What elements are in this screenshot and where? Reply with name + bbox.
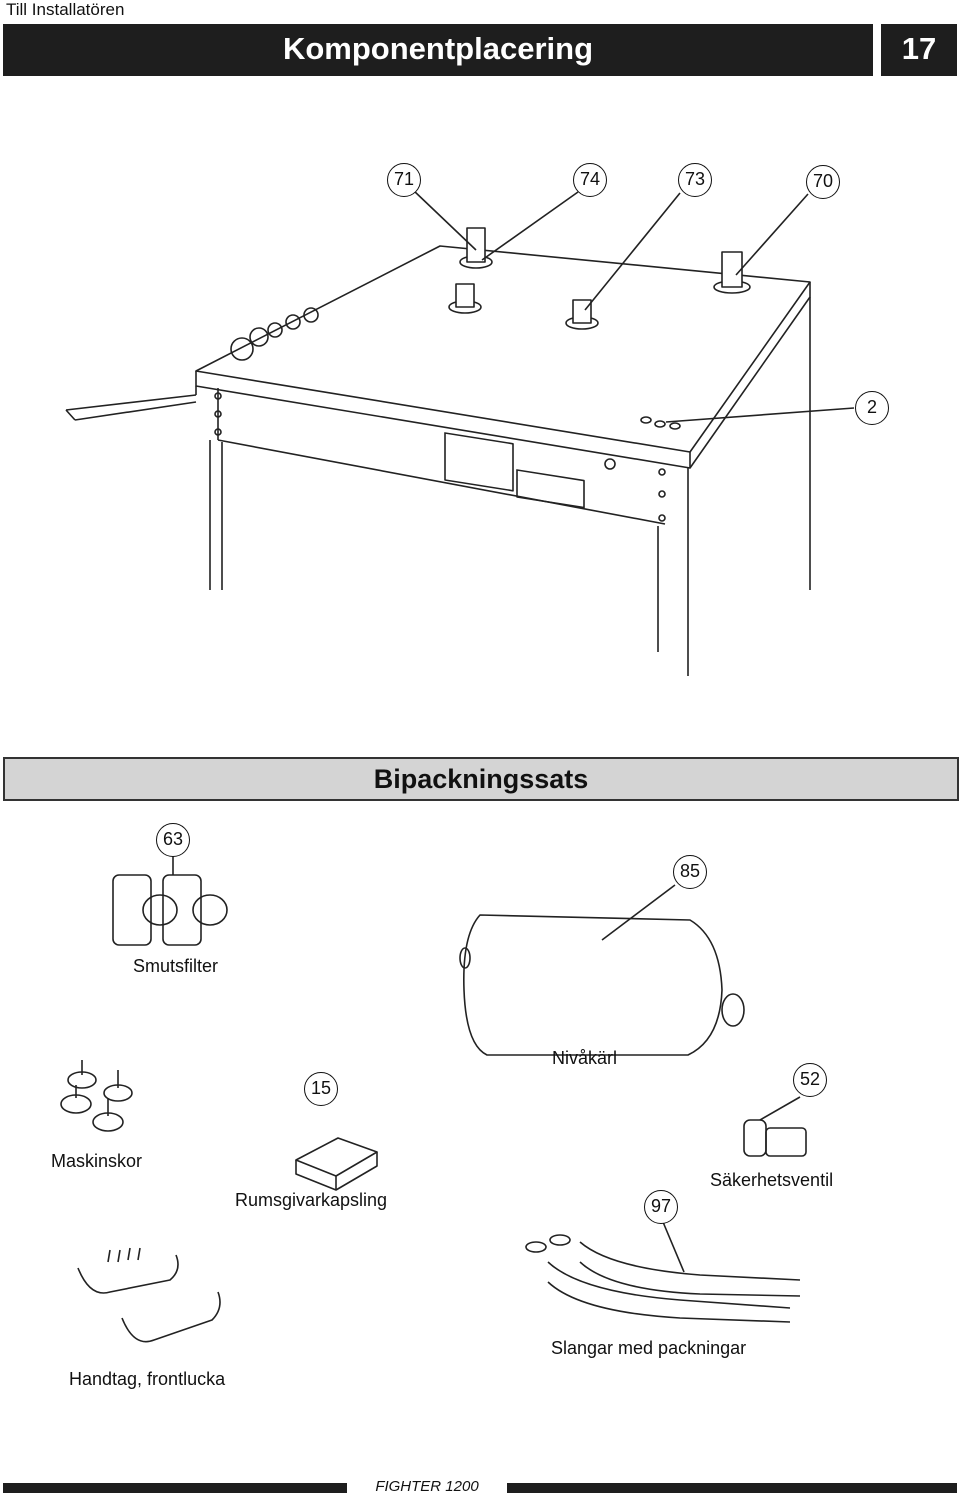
caption-safety-valve: Säkerhetsventil <box>710 1170 834 1190</box>
safety-valve-drawing <box>743 1096 807 1157</box>
callout-52: 52 <box>793 1063 827 1097</box>
callout-70: 70 <box>806 165 840 199</box>
callout-74: 74 <box>573 163 607 197</box>
machine-feet-drawing <box>60 1060 133 1132</box>
heat-pump-cabinet-drawing <box>65 227 811 676</box>
callout-85: 85 <box>673 855 707 889</box>
footer-product-name: FIGHTER 1200 <box>375 1478 479 1495</box>
footer-bar-right <box>507 1483 957 1493</box>
front-cover-handles-drawing <box>77 1247 221 1343</box>
hoses-drawing <box>525 1221 801 1323</box>
callout-63: 63 <box>156 823 190 857</box>
callout-2: 2 <box>855 391 889 425</box>
callout-73: 73 <box>678 163 712 197</box>
section-label: Till Installatören <box>6 0 125 19</box>
room-sensor-housing-drawing <box>295 1137 378 1191</box>
strainer-drawing <box>112 853 228 946</box>
callout-71: 71 <box>387 163 421 197</box>
accessory-kit-heading: Bipackningssats <box>373 764 589 794</box>
callout-97: 97 <box>644 1190 678 1224</box>
accessory-kit-heading-bar: Bipackningssats <box>3 757 959 801</box>
page-title-bar: Komponentplacering <box>3 24 873 76</box>
footer-bar-left <box>3 1483 347 1493</box>
page-title: Komponentplacering <box>282 31 593 66</box>
caption-room-sensor-housing: Rumsgivarkapsling <box>235 1190 388 1210</box>
callout-15: 15 <box>304 1072 338 1106</box>
caption-machine-feet: Maskinskor <box>51 1151 143 1171</box>
page-number-box: 17 <box>881 24 957 76</box>
caption-front-cover-handles: Handtag, frontlucka <box>69 1369 226 1389</box>
caption-strainer: Smutsfilter <box>133 956 219 976</box>
expansion-vessel-drawing <box>459 884 745 1056</box>
page-number: 17 <box>901 31 937 66</box>
caption-hoses: Slangar med packningar <box>551 1338 747 1358</box>
caption-expansion-vessel: Nivåkärl <box>552 1048 618 1068</box>
